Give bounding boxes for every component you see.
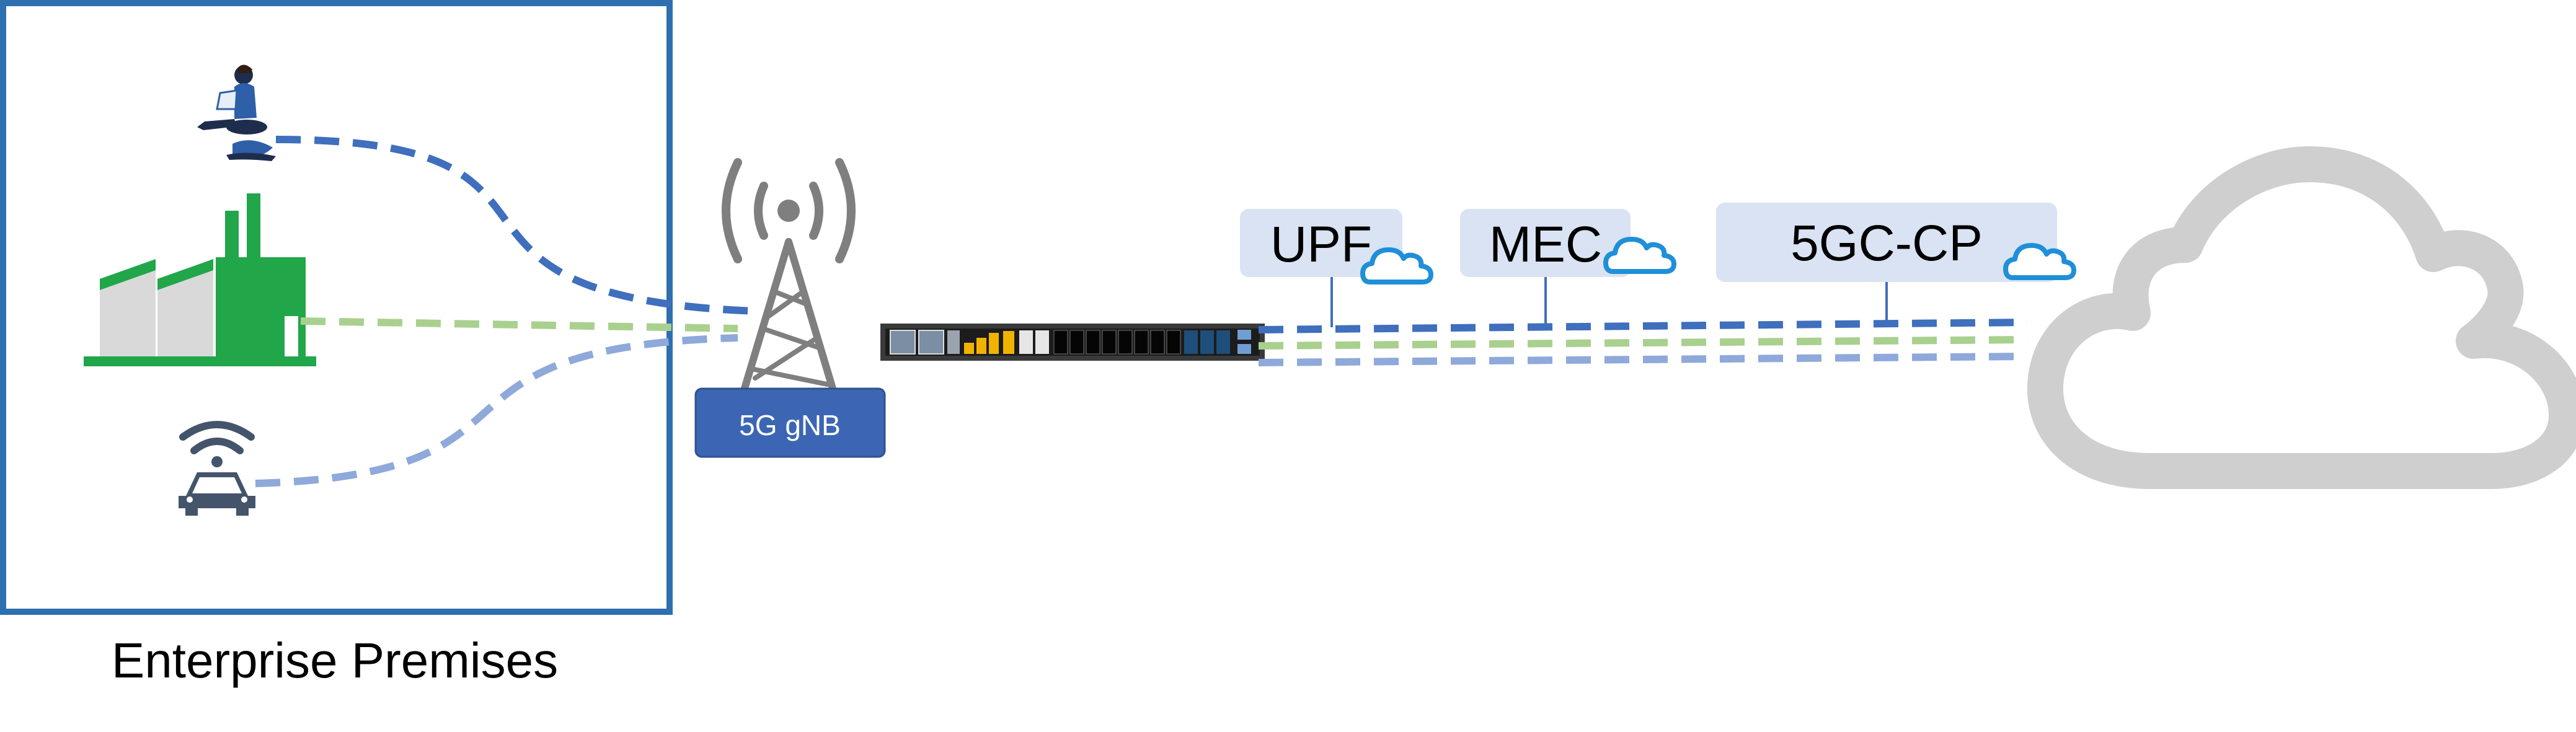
upf-box [1240, 209, 1402, 277]
backhaul-link-dark [1258, 319, 2028, 333]
backhaul-link-green [1258, 336, 2028, 350]
enterprise-label: Enterprise Premises [112, 633, 558, 688]
internet-cloud-icon [2027, 146, 2576, 489]
cp-label: 5GC-CP [1790, 215, 1983, 271]
car-link [255, 334, 738, 487]
factory-link [300, 317, 738, 332]
cp-box [1716, 203, 2057, 282]
person-laptop-icon [197, 64, 276, 161]
connected-car-icon [179, 421, 255, 516]
mec-box [1460, 209, 1631, 277]
upf-label: UPF [1270, 216, 1372, 273]
switch-appliance [880, 324, 1265, 361]
mec-label: MEC [1489, 216, 1602, 273]
person-link [275, 136, 757, 315]
gnb-label: 5G gNB [739, 409, 841, 441]
upf-cloud-icon [1360, 247, 1433, 284]
cell-tower-icon [722, 158, 856, 394]
gnb-box [694, 387, 886, 458]
backhaul-link-light [1258, 353, 2028, 366]
cp-cloud-icon [2003, 243, 2076, 280]
mec-cloud-icon [1603, 237, 1676, 274]
factory-icon [84, 193, 316, 366]
